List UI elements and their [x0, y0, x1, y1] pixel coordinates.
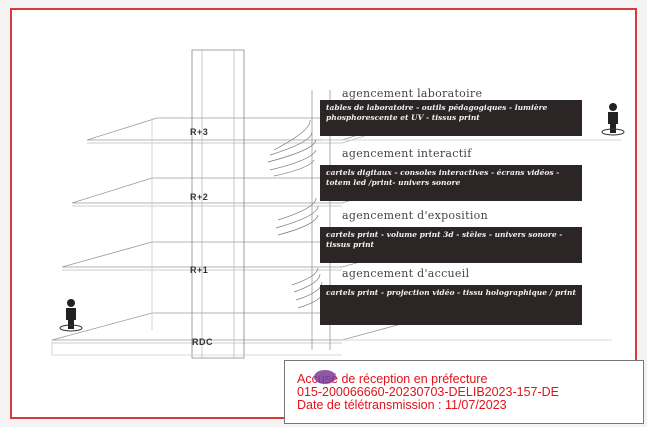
section-heading-exposition: agencement d'exposition	[342, 209, 488, 222]
person-icon	[59, 299, 83, 332]
seal-icon	[314, 370, 336, 384]
building-section-drawing	[51, 49, 622, 359]
section-description-exposition: cartels print - volume print 3d - stèles…	[320, 227, 582, 263]
diagram-frame: R+3 R+2 R+1 RDC agencement laboratoire t…	[10, 8, 637, 419]
stamp-line-2: 015-200066660-20230703-DELIB2023-157-DE	[297, 385, 560, 399]
person-icon	[601, 103, 625, 136]
level-label-r2: R+2	[190, 192, 209, 202]
level-label-r3: R+3	[190, 127, 209, 137]
level-label-r1: R+1	[190, 265, 209, 275]
section-heading-interactif: agencement interactif	[342, 147, 472, 160]
section-heading-laboratoire: agencement laboratoire	[342, 87, 483, 100]
reception-stamp: Accusé de réception en préfecture 015-20…	[284, 360, 644, 424]
section-heading-accueil: agencement d'accueil	[342, 267, 470, 280]
section-description-laboratoire: tables de laboratoire - outils pédagogiq…	[320, 100, 582, 136]
stamp-line-1: Accusé de réception en préfecture	[297, 372, 488, 386]
section-description-accueil: cartels print - projection vidéo - tissu…	[320, 285, 582, 325]
stamp-line-3: Date de télétransmission : 11/07/2023	[297, 398, 507, 412]
section-description-interactif: cartels digitaux - consoles interactives…	[320, 165, 582, 201]
level-label-rdc: RDC	[192, 337, 213, 347]
